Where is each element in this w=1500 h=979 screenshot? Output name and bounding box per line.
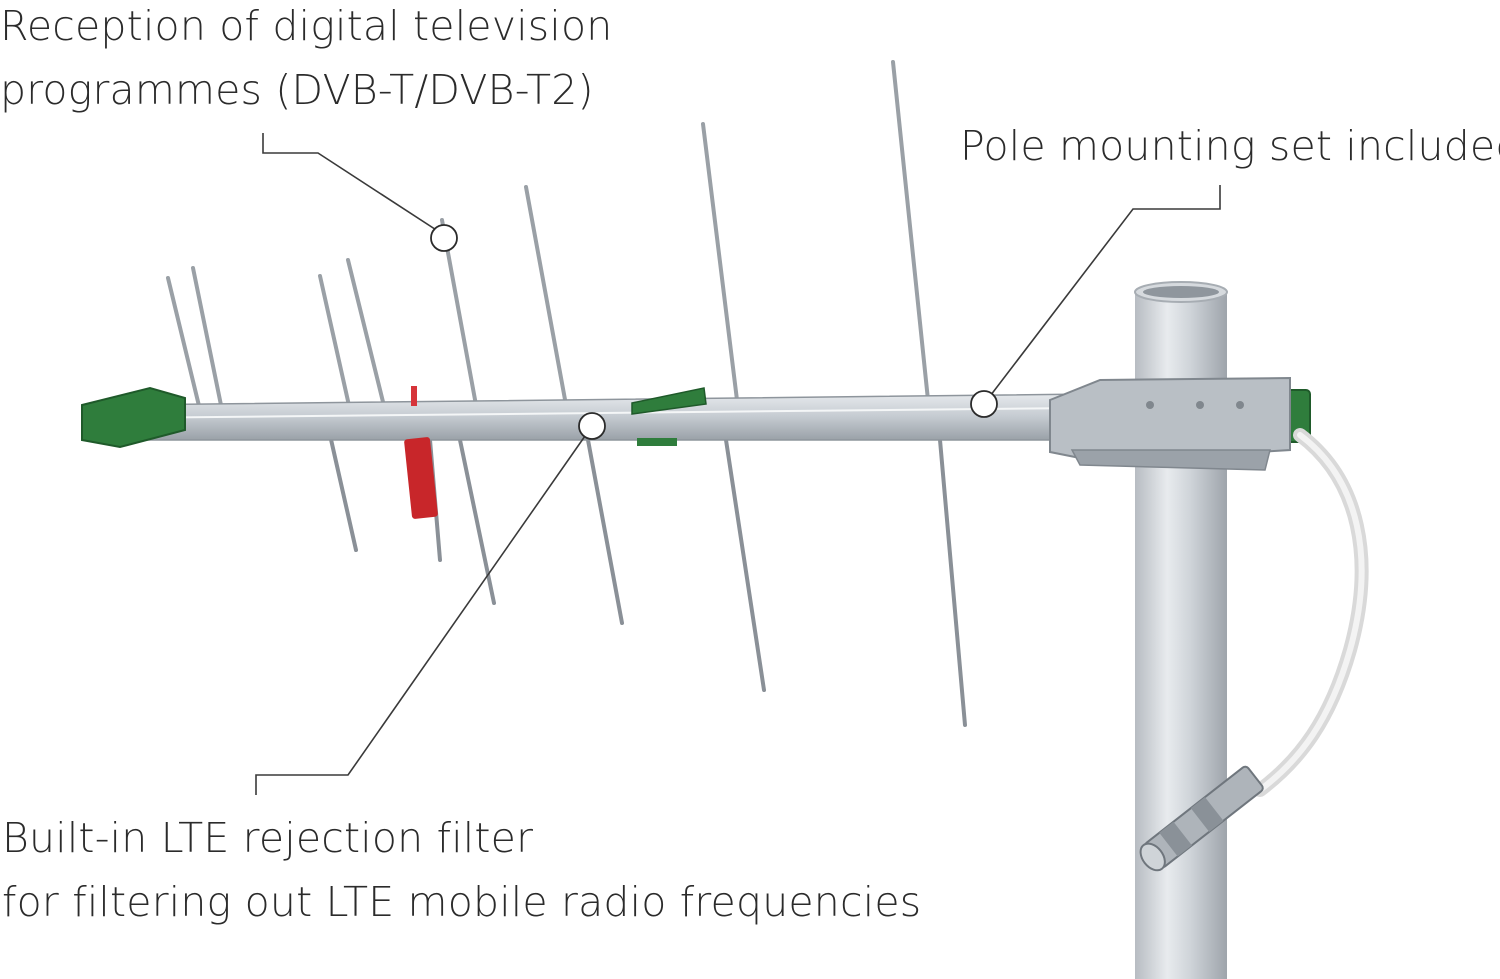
circle-marker-icon xyxy=(970,390,998,418)
upper-dipole-rods xyxy=(166,60,930,412)
circle-marker-icon xyxy=(578,412,606,440)
callout-markers xyxy=(430,224,998,440)
caption-reception: Reception of digital television programm… xyxy=(0,0,612,122)
leader-line-reception xyxy=(262,133,445,236)
caption-reception-line-1: Reception of digital television xyxy=(0,2,613,50)
f-connector xyxy=(1139,765,1264,872)
caption-pole-mounting: Pole mounting set included xyxy=(960,114,1500,178)
caption-lte-line-2: for filtering out LTE mobile radio frequ… xyxy=(2,878,922,926)
caption-pole-line-1: Pole mounting set included xyxy=(960,122,1500,170)
leader-line-lte xyxy=(255,425,593,795)
coax-cable xyxy=(1253,428,1369,797)
caption-reception-line-2: programmes (DVB-T/DVB-T2) xyxy=(0,66,594,114)
lte-filter-block xyxy=(404,386,438,519)
caption-lte-filter: Built-in LTE rejection filter for filter… xyxy=(2,806,921,934)
leader-lines xyxy=(255,133,1221,795)
circle-marker-icon xyxy=(430,224,458,252)
pole-mounting-bracket xyxy=(1049,376,1291,471)
caption-lte-line-1: Built-in LTE rejection filter xyxy=(2,814,534,862)
leader-line-pole xyxy=(983,185,1221,405)
lower-dipole-rods xyxy=(328,433,967,727)
